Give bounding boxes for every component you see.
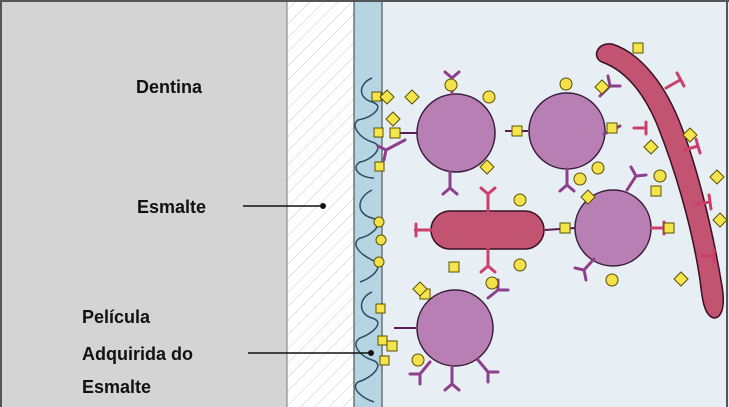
- glycoprotein-sphere-2: [529, 93, 605, 169]
- enamel-point: [320, 203, 326, 209]
- pellicle-layer: [354, 0, 382, 407]
- label-pellicle-line3: Esmalte: [82, 377, 151, 397]
- mucin-rod-horizontal: [431, 211, 544, 249]
- glycoprotein-sphere-1: [417, 94, 495, 172]
- label-pellicle-line1: Película: [82, 307, 151, 327]
- label-enamel: Esmalte: [137, 197, 206, 217]
- glycoprotein-sphere-4: [417, 290, 493, 366]
- pellicle-point: [368, 350, 374, 356]
- label-dentin: Dentina: [136, 77, 203, 97]
- label-pellicle-line2: Adquirida do: [82, 344, 193, 364]
- enamel-hatch: [287, 0, 354, 407]
